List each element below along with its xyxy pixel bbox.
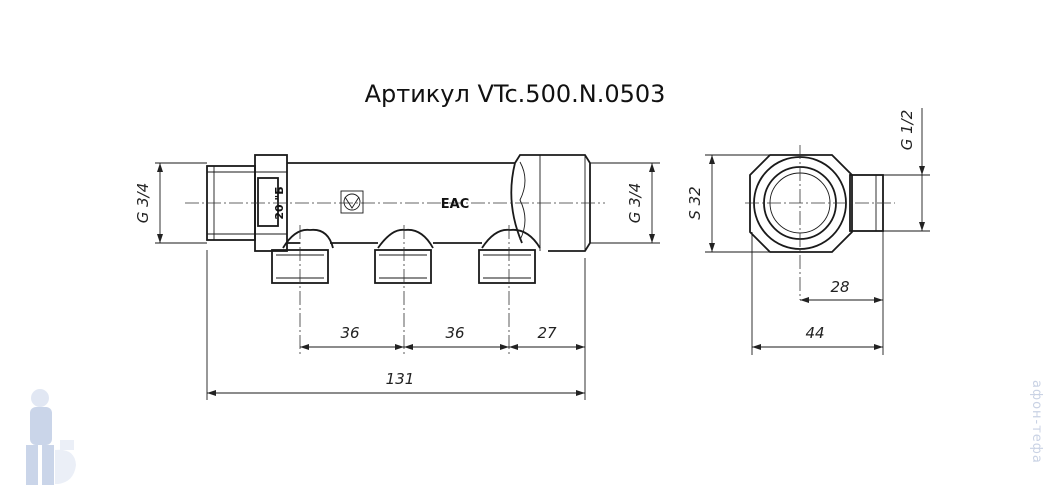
article-title: Артикул VTc.500.N.0503 xyxy=(364,80,666,108)
manufacturer-logo-icon xyxy=(340,190,364,214)
outlet-1 xyxy=(271,228,334,284)
hex-size-label: S 32 xyxy=(686,186,704,219)
body-marking: 20 "Б xyxy=(273,186,286,219)
right-thread-label: G 3/4 xyxy=(626,183,644,224)
dim-total-length: 131 xyxy=(386,370,415,388)
side-view: S 32 G 1/2 28 44 xyxy=(686,108,930,355)
eac-mark: EAC xyxy=(441,197,469,212)
left-thread-label: G 3/4 xyxy=(134,183,152,224)
outlet-thread-label: G 1/2 xyxy=(898,110,916,151)
dim-total-depth: 44 xyxy=(805,324,824,342)
plumber-mascot-logo xyxy=(26,389,76,485)
outlet-3 xyxy=(478,228,541,284)
watermark: aфон-тефа xyxy=(1029,380,1044,464)
dim-spacing-1: 36 xyxy=(340,324,359,342)
dim-outlet-depth: 28 xyxy=(830,278,849,296)
dim-end-offset: 27 xyxy=(537,324,557,342)
dim-spacing-2: 36 xyxy=(445,324,464,342)
outlet-2 xyxy=(374,228,434,284)
front-view: 20 "Б EAC G 3/4 G 3/4 36 36 27 131 xyxy=(134,154,660,400)
